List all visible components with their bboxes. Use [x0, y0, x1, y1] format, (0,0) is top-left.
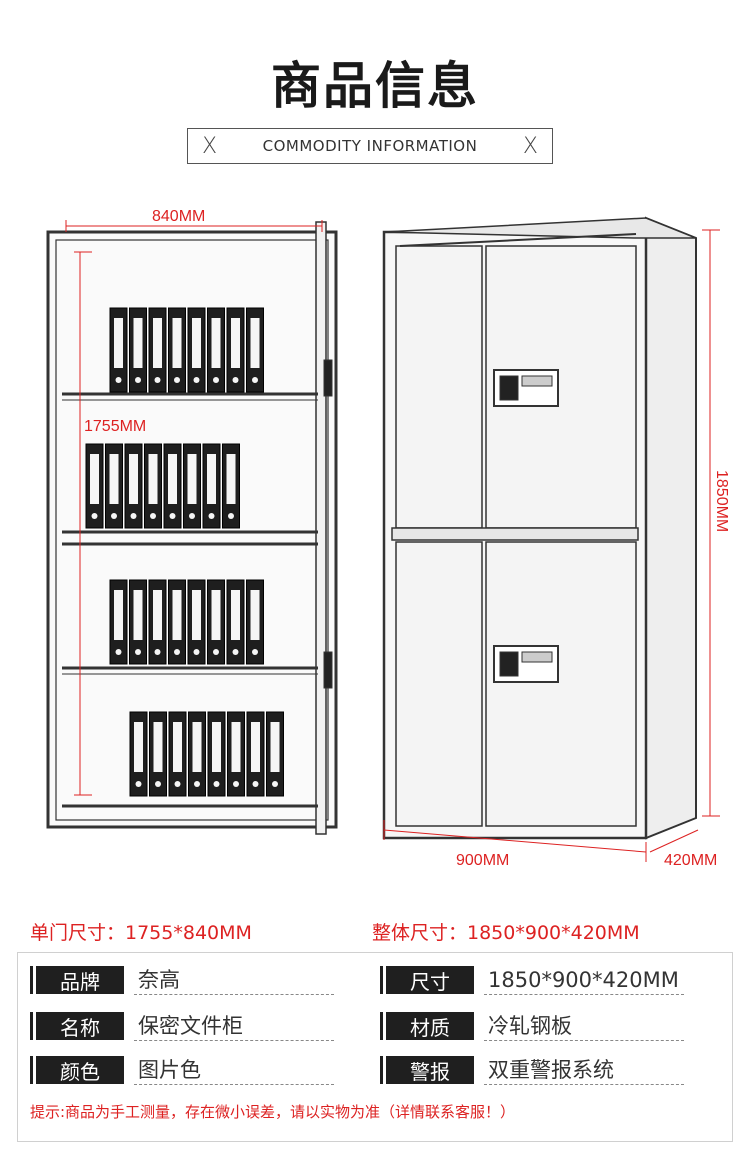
- binder-ring: [154, 649, 161, 655]
- spec-value: 奈高: [134, 966, 334, 995]
- cabinet-illustration: [46, 216, 720, 862]
- binder-label: [212, 722, 221, 772]
- binder-ring: [135, 649, 141, 655]
- binder-ring: [189, 513, 195, 519]
- binder-ring: [169, 513, 176, 519]
- binder-ring: [174, 377, 180, 383]
- binder-label: [133, 590, 143, 640]
- x-mark-left: X: [202, 133, 218, 159]
- spec-panel: 品牌 奈高 尺寸 1850*900*420MM 名称 保密文件柜 材质 冷轧钢板…: [17, 952, 733, 1142]
- binder-label: [226, 454, 236, 504]
- binder-label: [192, 590, 201, 640]
- binder-label: [231, 318, 240, 368]
- binder-ring: [213, 781, 220, 787]
- binder-label: [211, 318, 221, 368]
- spec-label: 品牌: [30, 966, 124, 994]
- binder-label: [192, 722, 202, 772]
- binder-label: [153, 590, 162, 640]
- binder-label: [250, 590, 260, 640]
- subtitle: COMMODITY INFORMATION: [262, 137, 478, 155]
- binder-ring: [91, 513, 98, 519]
- binder-label: [172, 590, 182, 640]
- spec-value: 双重警报系统: [484, 1056, 684, 1085]
- binder-ring: [135, 781, 142, 787]
- binder-label: [114, 318, 123, 368]
- binder-ring: [228, 513, 234, 519]
- door-height-label: 1755MM: [84, 418, 147, 435]
- spec-row-alarm: 警报 双重警报系统: [380, 1055, 684, 1085]
- binder-ring: [174, 781, 181, 787]
- binder-label: [153, 722, 163, 772]
- spec-value: 冷轧钢板: [484, 1012, 684, 1041]
- binder-label: [207, 454, 216, 504]
- binder-ring: [130, 513, 137, 519]
- binder-ring: [213, 649, 219, 655]
- binder-label: [192, 318, 201, 368]
- binder-ring: [252, 649, 258, 655]
- binder-label: [168, 454, 177, 504]
- binder-ring: [252, 781, 259, 787]
- spec-label: 名称: [30, 1012, 124, 1040]
- spec-label: 材质: [380, 1012, 474, 1040]
- spec-row-brand: 品牌 奈高: [30, 965, 334, 995]
- binder-ring: [174, 649, 180, 655]
- spec-value: 图片色: [134, 1056, 334, 1085]
- binder-ring: [115, 377, 122, 383]
- binder-ring: [232, 377, 239, 383]
- binder-group: [85, 307, 284, 797]
- binder-label: [134, 722, 143, 772]
- overall-size-text: 整体尺寸：1850*900*420MM: [372, 922, 640, 944]
- binder-label: [90, 454, 99, 504]
- binder-ring: [194, 781, 200, 787]
- binder-label: [251, 722, 260, 772]
- binder-ring: [213, 377, 219, 383]
- x-mark-right: X: [522, 133, 538, 159]
- binder-ring: [252, 377, 258, 383]
- binder-ring: [111, 513, 117, 519]
- binder-label: [109, 454, 119, 504]
- binder-ring: [135, 377, 141, 383]
- binder-label: [148, 454, 158, 504]
- note-text: 提示:商品为手工测量，存在微小误差，请以实物为准（详情联系客服！）: [30, 1103, 516, 1121]
- binder-label: [173, 722, 182, 772]
- binder-ring: [193, 377, 200, 383]
- binder-label: [129, 454, 138, 504]
- width-label: 840MM: [152, 208, 206, 225]
- depth-label: 420MM: [664, 852, 718, 869]
- binder-label: [172, 318, 182, 368]
- door-size-text: 单门尺寸：1755*840MM: [30, 922, 252, 944]
- binder-label: [231, 722, 241, 772]
- binder-label: [133, 318, 143, 368]
- binder-label: [231, 590, 240, 640]
- spec-label: 颜色: [30, 1056, 124, 1084]
- spec-row-color: 颜色 图片色: [30, 1055, 334, 1085]
- binder-label: [250, 318, 260, 368]
- binder-ring: [155, 781, 161, 787]
- height-label: 1850MM: [713, 470, 730, 533]
- spec-row-name: 名称 保密文件柜: [30, 1011, 334, 1041]
- binder-label: [153, 318, 162, 368]
- binder-ring: [150, 513, 156, 519]
- cabinet-front: [382, 216, 697, 840]
- binder-label: [270, 722, 280, 772]
- spec-row-size: 尺寸 1850*900*420MM: [380, 965, 684, 995]
- binder-ring: [233, 781, 239, 787]
- binder-ring: [115, 649, 122, 655]
- spec-label: 警报: [380, 1056, 474, 1084]
- binder-label: [187, 454, 197, 504]
- spec-label: 尺寸: [380, 966, 474, 994]
- spec-row-material: 材质 冷轧钢板: [380, 1011, 684, 1041]
- binder-label: [114, 590, 123, 640]
- page-title: 商品信息: [271, 57, 479, 115]
- spec-value: 保密文件柜: [134, 1012, 334, 1041]
- binder-ring: [193, 649, 200, 655]
- binder-ring: [208, 513, 215, 519]
- binder-ring: [272, 781, 278, 787]
- spec-value: 1850*900*420MM: [484, 966, 684, 995]
- binder-ring: [154, 377, 161, 383]
- front-width-label: 900MM: [456, 852, 510, 869]
- binder-label: [211, 590, 221, 640]
- binder-ring: [232, 649, 239, 655]
- subtitle-box: X COMMODITY INFORMATION X: [187, 128, 553, 164]
